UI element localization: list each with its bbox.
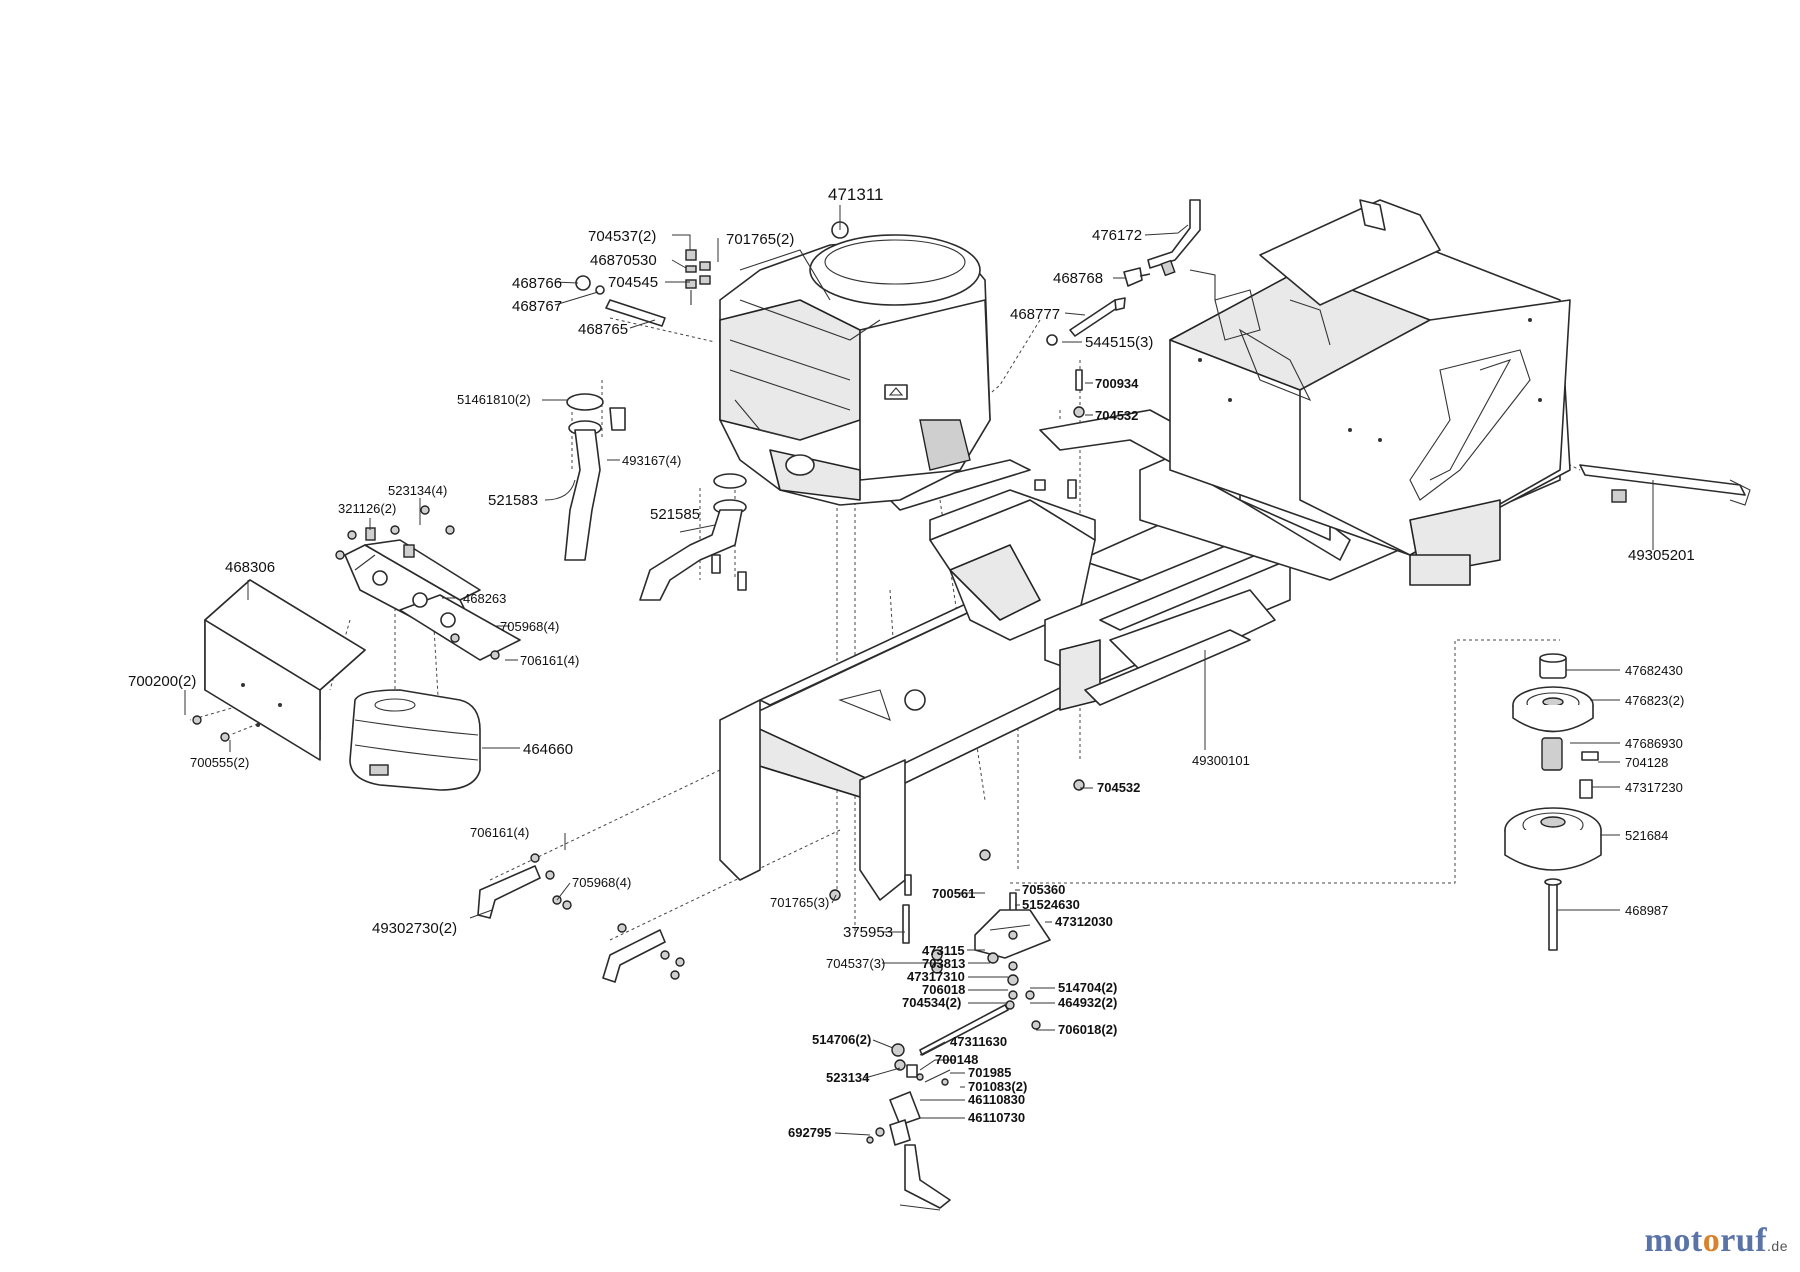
label-47312030: 47312030: [1055, 914, 1113, 929]
label-700561: 700561: [932, 886, 975, 901]
label-701083-2: 701083(2): [968, 1079, 1027, 1094]
label-704532-a: 704532: [1095, 408, 1138, 423]
label-514704-2: 514704(2): [1058, 980, 1117, 995]
label-464932-2: 464932(2): [1058, 995, 1117, 1010]
label-700934: 700934: [1095, 376, 1139, 391]
label-47682430: 47682430: [1625, 663, 1683, 678]
label-706018-2: 706018(2): [1058, 1022, 1117, 1037]
label-704537-2: 704537(2): [588, 228, 656, 245]
label-703813: 703813: [922, 956, 965, 971]
label-706161-4-b: 706161(4): [470, 825, 529, 840]
label-47311630: 47311630: [950, 1034, 1007, 1049]
label-46110730: 46110730: [968, 1110, 1025, 1125]
exhaust-pipes: [564, 393, 747, 601]
label-544515-3: 544515(3): [1085, 334, 1153, 351]
label-521583: 521583: [488, 492, 538, 509]
heat-shield-468306: [192, 579, 366, 761]
label-706161-4-a: 706161(4): [520, 653, 579, 668]
label-468306: 468306: [225, 559, 275, 576]
label-47686930: 47686930: [1625, 736, 1683, 751]
label-51461810-2: 51461810(2): [457, 392, 531, 407]
label-514706-2: 514706(2): [812, 1032, 871, 1047]
fuel-hose-parts: [1046, 199, 1201, 346]
label-47317230: 47317230: [1625, 780, 1683, 795]
label-701985: 701985: [968, 1065, 1011, 1080]
label-704532-b: 704532: [1097, 780, 1140, 795]
label-700148: 700148: [935, 1052, 978, 1067]
label-468987: 468987: [1625, 903, 1668, 918]
engine-471311: [719, 221, 991, 506]
label-476172: 476172: [1092, 227, 1142, 244]
label-51524630: 51524630: [1022, 897, 1080, 912]
brake-linkage: [829, 369, 1085, 1211]
logo-part-3: ruf: [1720, 1222, 1768, 1259]
label-521585: 521585: [650, 506, 700, 523]
label-49305201: 49305201: [1628, 547, 1695, 564]
label-704545: 704545: [608, 274, 658, 291]
label-46110830: 46110830: [968, 1092, 1025, 1107]
label-705968-4-a: 705968(4): [500, 619, 559, 634]
logo-part-1: mot: [1644, 1222, 1703, 1259]
label-468777: 468777: [1010, 306, 1060, 323]
label-704534-2: 704534(2): [902, 995, 961, 1010]
clutch-assembly: [1504, 653, 1602, 951]
logo-part-2: o: [1702, 1222, 1721, 1259]
label-464660: 464660: [523, 741, 573, 758]
label-700555-2: 700555(2): [190, 755, 249, 770]
label-700200-2: 700200(2): [128, 673, 196, 690]
leader-lines: [184, 205, 1654, 1136]
motoruf-logo: motoruf.de: [1645, 1222, 1788, 1260]
label-692795: 692795: [788, 1125, 831, 1140]
label-47317310: 47317310: [907, 969, 965, 984]
label-468263: 468263: [463, 591, 506, 606]
label-49302730-2: 49302730(2): [372, 920, 457, 937]
label-523134: 523134: [826, 1070, 870, 1085]
label-476823-2: 476823(2): [1625, 693, 1684, 708]
label-473115: 473115: [922, 943, 965, 958]
label-701765-2: 701765(2): [726, 231, 794, 248]
label-705360: 705360: [1022, 882, 1065, 897]
label-521684: 521684: [1625, 828, 1668, 843]
label-375953: 375953: [843, 924, 893, 941]
label-49300101: 49300101: [1192, 753, 1250, 768]
label-706018: 706018: [922, 982, 965, 997]
label-468768: 468768: [1053, 270, 1103, 287]
label-468767: 468767: [512, 298, 562, 315]
label-704537-3: 704537(3): [826, 956, 885, 971]
rear-rod-49305201: [1579, 464, 1751, 506]
label-493167-4: 493167(4): [622, 453, 681, 468]
rear-housing: [1169, 199, 1571, 586]
front-brackets: [477, 853, 685, 983]
label-523134-4: 523134(4): [388, 483, 447, 498]
label-321126-2: 321126(2): [338, 501, 396, 516]
label-704128: 704128: [1625, 755, 1668, 770]
logo-tld: .de: [1767, 1238, 1788, 1254]
part-labels: 471311 704537(2) 701765(2) 46870530 4687…: [128, 185, 1695, 1140]
muffler-464660: [349, 689, 481, 791]
label-468766: 468766: [512, 275, 562, 292]
label-46870530: 46870530: [590, 252, 657, 269]
label-468765: 468765: [578, 321, 628, 338]
label-705968-4-b: 705968(4): [572, 875, 631, 890]
muffler-assembly: [335, 505, 521, 661]
label-471311: 471311: [828, 185, 883, 204]
label-701765-3: 701765(3): [770, 895, 829, 910]
